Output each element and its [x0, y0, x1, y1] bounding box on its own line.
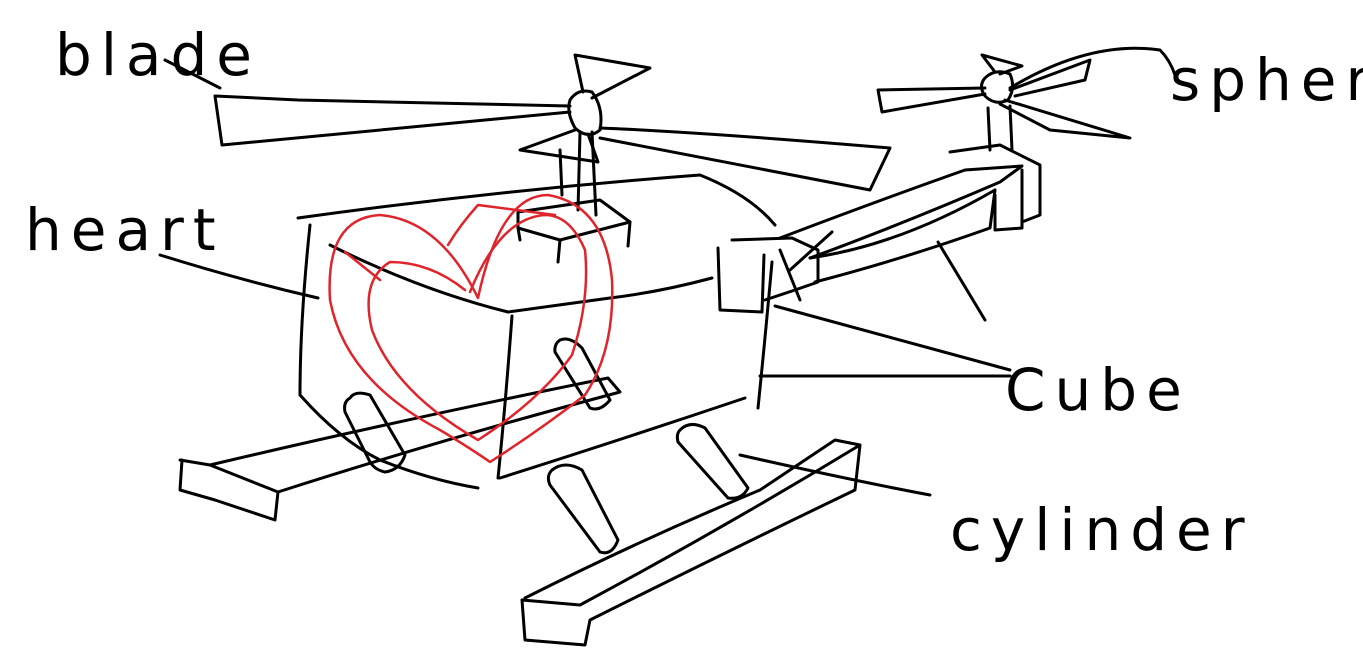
main-rotor: [215, 55, 890, 215]
tail-blade-lower: [1000, 100, 1130, 138]
tail-blade-left: [878, 88, 985, 112]
label-heart: heart: [25, 196, 225, 264]
cabin-cube: [298, 175, 775, 488]
tail-rotor: [878, 55, 1130, 230]
label-blade: blade: [55, 21, 261, 89]
label-cylinder: cylinder: [950, 496, 1254, 564]
leader-cube-2: [775, 306, 1010, 370]
label-sphere: sphere: [1170, 46, 1363, 114]
cylinder-3: [548, 465, 618, 553]
tail-rotor-sphere: [982, 72, 1013, 103]
cylinder-1: [345, 393, 405, 472]
label-cube: Cube: [1005, 356, 1191, 424]
main-rotor-hub: [569, 91, 601, 135]
main-blade-left: [215, 96, 570, 145]
cylinder-4: [677, 424, 748, 498]
leader-heart: [160, 255, 318, 298]
heart-shape: [330, 195, 613, 462]
leader-cube-3: [938, 242, 985, 320]
landing-skids: [180, 378, 860, 645]
